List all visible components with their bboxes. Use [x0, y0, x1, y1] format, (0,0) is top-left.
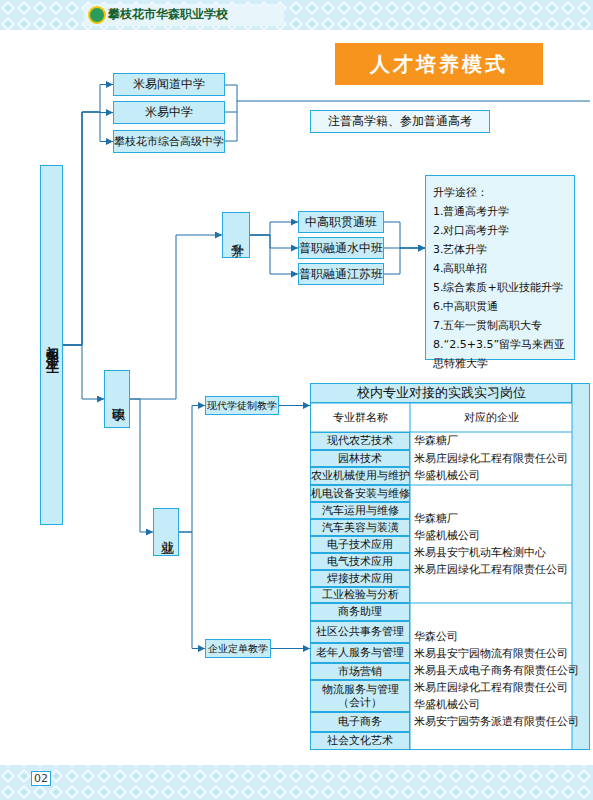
major-cell: 社会文化艺术 [310, 732, 410, 750]
major-cell: 电子商务 [310, 712, 410, 732]
major-cell: 市场营销 [310, 663, 410, 680]
column-header: 对应的企业 [410, 403, 572, 432]
major-cell: 机电设备安装与维修 [310, 485, 410, 502]
branch-box: 升学 [222, 212, 250, 258]
connector-arrow [130, 235, 222, 399]
major-cell: 电子技术应用 [310, 536, 410, 553]
table-side-column [572, 383, 590, 750]
node-text: 校内专业对接的实践实习岗位 [311, 384, 572, 403]
node-text: 注普高学籍、参加普通高考 [328, 113, 472, 130]
major-cell: 电气技术应用 [310, 553, 410, 570]
branch-box: 读中职 [104, 370, 130, 428]
connector-arrow [271, 648, 310, 649]
teaching-box: 现代学徒制教学 [205, 396, 279, 415]
connector-arrow [384, 248, 425, 274]
major-cell: 老年人服务与管理 [310, 643, 410, 663]
node-body-text: 7.五年一贯制高职大专 [433, 316, 567, 335]
major-cell: 农业机械使用与维护 [310, 467, 410, 485]
node-text: 企业定单教学 [208, 642, 268, 656]
class-box: 普职融通江苏班 [298, 263, 384, 285]
connector-arrow [179, 532, 205, 649]
bracket-line [225, 85, 590, 141]
school-box: 米易闻道中学 [113, 73, 225, 96]
major-cell: 商务助理 [310, 603, 410, 621]
title-banner: 人才培养模式 [335, 43, 543, 85]
connector-arrow [250, 235, 298, 248]
connector-arrow [384, 248, 425, 249]
diagram-title: 人才培养模式 [370, 51, 508, 78]
enterprise-cell: 米易县安宁机动车检测中心 [412, 544, 572, 561]
connector-arrow [63, 112, 113, 345]
major-cell: 现代农艺技术 [310, 432, 410, 450]
major-cell: 汽车美容与装潢 [310, 519, 410, 536]
footer-band [0, 765, 593, 800]
node-text: 攀枝花市综合高级中学 [114, 135, 224, 149]
node-body-text: 2.对口高考升学 [433, 221, 567, 240]
note-box: 注普高学籍、参加普通高考 [310, 110, 490, 133]
enterprise-cell: 华盛机械公司 [412, 696, 572, 713]
node-text: 读中职 [109, 398, 126, 401]
enterprise-cell: 米易庄园绿化工程有限责任公司 [412, 450, 572, 467]
column-header: 专业群名称 [310, 403, 410, 432]
major-cell: 社区公共事务管理 [310, 621, 410, 643]
page-number: 02 [31, 771, 51, 786]
school-box: 攀枝花市综合高级中学 [113, 130, 225, 153]
major-cell: 物流服务与管理 （会计） [310, 680, 410, 712]
node-text: 米易中学 [145, 105, 193, 120]
enterprise-cell: 华盛机械公司 [412, 467, 572, 485]
header-plate [84, 4, 284, 26]
start-box: 初中毕业生 [40, 165, 63, 525]
node-body-text: 8.“2.5+3.5”留学马来西亚 思特雅大学 [433, 335, 567, 373]
connector-arrow [250, 222, 298, 235]
node-body-text: 6.中高职贯通 [433, 297, 567, 316]
school-box: 米易中学 [113, 101, 225, 124]
enterprise-cell: 华盛机械公司 [412, 527, 572, 544]
connector-arrow [279, 405, 310, 406]
connector-arrow [179, 406, 205, 533]
node-text: 普职融通江苏班 [299, 267, 383, 282]
enterprise-cell: 米易庄园绿化工程有限责任公司 [412, 561, 572, 578]
node-body-text: 3.艺体升学 [433, 240, 567, 259]
node-text: 升学途径： [433, 183, 567, 202]
school-logo [89, 7, 105, 23]
teaching-box: 企业定单教学 [205, 639, 271, 658]
node-text: 升学 [228, 234, 245, 236]
connector-arrow [384, 222, 425, 248]
major-cell: 园林技术 [310, 450, 410, 467]
school-name: 攀枝花市华森职业学校 [108, 6, 278, 23]
major-cell: 焊接技术应用 [310, 570, 410, 587]
enterprise-cell: 华森糖厂 [412, 432, 572, 450]
enterprise-cell: 米易县安宁园物流有限责任公司 [412, 645, 572, 662]
connector-arrow [63, 345, 104, 399]
node-body-text: 4.高职单招 [433, 259, 567, 278]
enterprise-cell: 米易安宁园劳务派遣有限责任公司 [412, 713, 572, 730]
node-text: 初中毕业生 [43, 335, 60, 355]
class-box: 中高职贯通班 [298, 211, 384, 233]
enterprise-cell: 米易县天成电子商务有限责任公司 [412, 662, 572, 679]
enterprise-cell: 米易庄园绿化工程有限责任公司 [412, 679, 572, 696]
node-body-text: 5.综合素质+职业技能升学 [433, 278, 567, 297]
connector-arrow [63, 112, 113, 345]
major-cell: 工业检验与分析 [310, 587, 410, 603]
connector-arrow [130, 399, 153, 532]
node-text: 中高职贯通班 [305, 215, 377, 230]
branch-box: 就业 [153, 508, 179, 556]
node-body-text: 1.普通高考升学 [433, 202, 567, 221]
connector-arrow [250, 235, 298, 274]
connector-arrow [63, 85, 113, 346]
header-band [0, 0, 593, 30]
enterprise-cell: 华森公司 [412, 628, 572, 645]
class-box: 普职融通水中班 [298, 237, 384, 259]
pathway-list-box: 升学途径：1.普通高考升学2.对口高考升学3.艺体升学4.高职单招5.综合素质+… [425, 175, 575, 360]
node-text: 米易闻道中学 [133, 77, 205, 92]
enterprise-cell: 华森糖厂 [412, 510, 572, 527]
node-text: 就业 [158, 531, 175, 533]
major-cell: 汽车运用与维修 [310, 502, 410, 519]
table-grid [310, 383, 572, 750]
node-text: 普职融通水中班 [299, 241, 383, 256]
node-text: 现代学徒制教学 [207, 399, 277, 413]
